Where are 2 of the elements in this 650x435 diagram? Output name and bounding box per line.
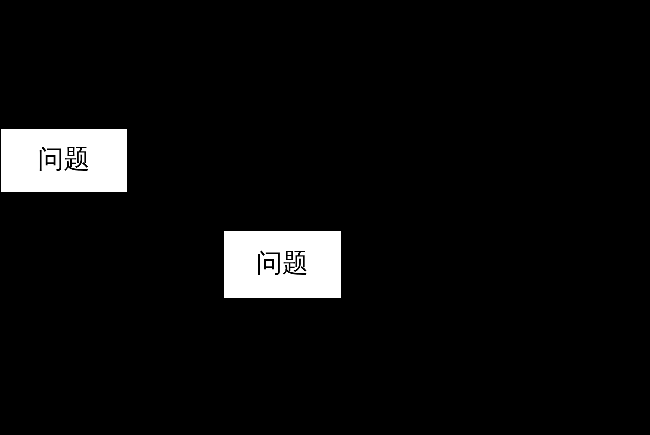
node-box: 问题 xyxy=(224,231,341,298)
node-box: 问题 xyxy=(1,129,127,192)
